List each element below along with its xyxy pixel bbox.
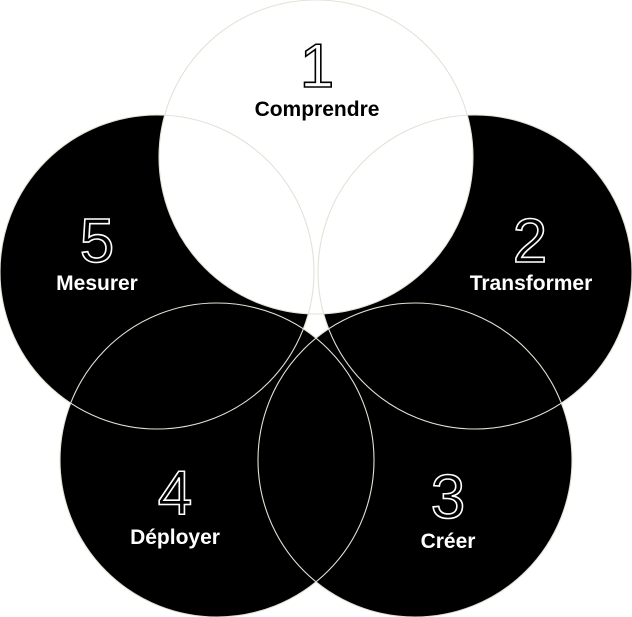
step-2-circle-outline	[317, 114, 632, 430]
step-4-number: 4	[158, 459, 192, 528]
step-5-number: 5	[80, 207, 114, 276]
step-2-label: Transformer	[470, 272, 593, 295]
step-1-circle	[159, 0, 473, 314]
step-5-circle-outline	[0, 114, 315, 430]
step-3-circle-outline	[257, 302, 573, 617]
step-1-circle-outline	[158, 0, 474, 315]
step-5-label: Mesurer	[56, 272, 138, 295]
step-2-number: 2	[513, 207, 547, 276]
step-1-label: Comprendre	[255, 98, 380, 121]
step-4-circle-outline	[59, 302, 375, 617]
step-3-label: Créer	[421, 530, 476, 553]
step-4-label: Déployer	[130, 526, 220, 549]
step-3-number: 3	[431, 463, 465, 532]
step-1-number: 1	[300, 32, 334, 101]
